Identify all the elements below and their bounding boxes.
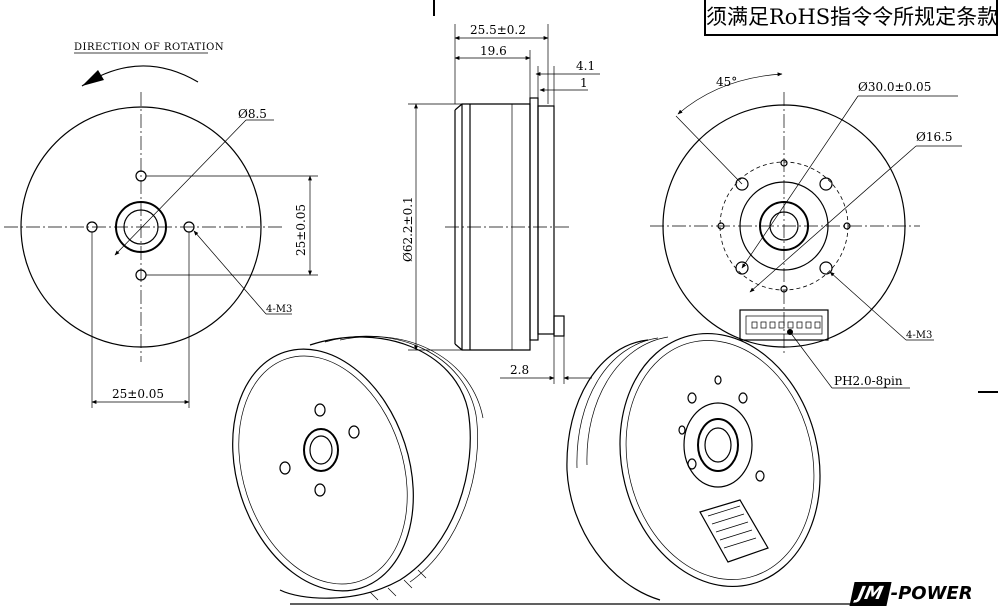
rohs-notice: 须满足RoHS指令令所规定条款: [704, 0, 998, 36]
rear-bore-outer: [739, 181, 829, 271]
side-outer-dia: Ø62.2±0.1: [401, 196, 415, 262]
rear-mount-hole: [735, 177, 749, 191]
iso-rear-face: [619, 332, 821, 588]
rear-mount-hole: [819, 177, 833, 191]
logo-mark: JM: [849, 582, 892, 606]
iso-front-shaft: [303, 428, 339, 472]
rear-bore-dim: Ø16.5: [916, 130, 953, 144]
side-body-length: 19.6: [480, 44, 507, 58]
rear-small-hole: [717, 222, 725, 230]
brand-logo: JM-POWER: [849, 582, 998, 606]
rear-small-hole: [780, 285, 788, 293]
rear-small-hole: [843, 222, 851, 230]
side-overall-length: 25.5±0.2: [470, 23, 526, 37]
rotation-caption: DIRECTION OF ROTATION: [74, 42, 224, 53]
side-rear-plate: 1: [580, 76, 588, 90]
front-horizontal-dim: 25±0.05: [112, 387, 164, 401]
front-shaft-outer: [115, 201, 167, 253]
rear-view: 45° Ø30.0±0.05 Ø16.5 4-M3 PH2.0-8pin: [650, 72, 962, 389]
connector-pins: [751, 321, 821, 329]
rear-bore-ring: [759, 201, 809, 251]
rear-thread-dim: 4-M3: [906, 330, 932, 341]
rear-connector-dim: PH2.0-8pin: [834, 374, 903, 388]
rear-mount-hole: [735, 261, 749, 275]
iso-view-rear: [566, 332, 821, 601]
iso-view-front: [232, 335, 484, 601]
iso-connector: [699, 499, 769, 563]
front-vertical-dim: 25±0.05: [294, 204, 308, 256]
rear-angle: 45°: [716, 75, 737, 89]
rear-mount-hole: [819, 261, 833, 275]
front-thread-dim: 4-M3: [266, 304, 292, 315]
front-shaft-dim: Ø8.5: [238, 107, 267, 121]
front-shaft-inner: [123, 209, 159, 245]
rear-bolt-circle: Ø30.0±0.05: [858, 80, 931, 94]
side-rear-step: 4.1: [576, 59, 595, 73]
rear-small-hole: [780, 159, 788, 167]
iso-rear-bore: [683, 402, 753, 488]
iso-front-face: [232, 348, 414, 592]
side-view: 25.5±0.2 19.6 4.1 1 Ø62.2±0.1 2.8: [401, 23, 600, 384]
connector-housing: [739, 309, 829, 341]
logo-text: -POWER: [890, 583, 973, 604]
side-connector-offset: 2.8: [510, 363, 529, 377]
front-view: DIRECTION OF ROTATION Ø8.5 25±0.05 25±0.…: [4, 42, 318, 408]
